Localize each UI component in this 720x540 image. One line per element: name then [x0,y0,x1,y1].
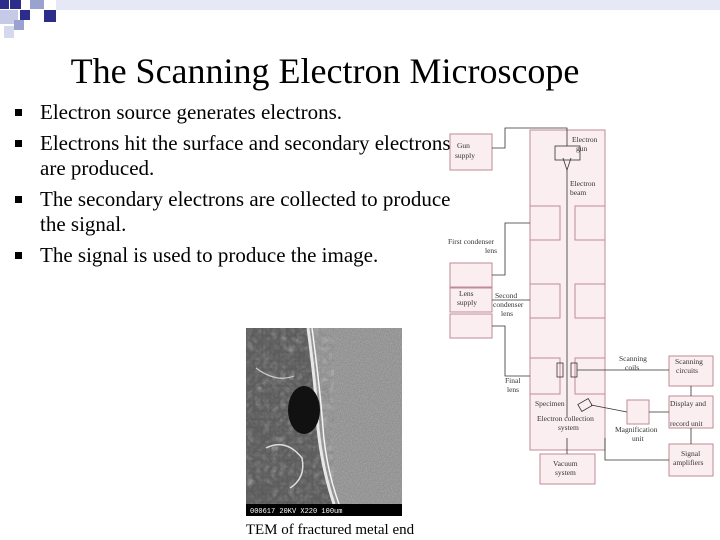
svg-text:unit: unit [632,434,645,443]
svg-text:lens: lens [507,385,519,394]
scanning-circuits-box [668,355,714,387]
label-electron-beam: Electron [570,179,596,188]
svg-text:supply: supply [455,151,475,160]
svg-text:amplifiers: amplifiers [673,458,703,467]
label-signal-amplifiers: Signal [681,449,700,458]
bullet-marker [15,109,22,116]
sem-image-label: 000617 20KV X220 100um [250,508,342,516]
bullet-item: The secondary electrons are collected to… [12,187,452,237]
label-scanning-coils: Scanning [619,354,647,363]
bullet-item: Electrons hit the surface and secondary … [12,131,452,181]
svg-text:circuits: circuits [676,366,698,375]
bullet-marker [15,196,22,203]
bullet-item: Electron source generates electrons. [12,100,452,125]
label-second-condenser-lens: Second [495,291,517,300]
gun-supply-box [449,133,493,171]
svg-text:beam: beam [570,188,586,197]
image-caption: TEM of fractured metal end [245,522,415,538]
label-electron-gun: Electron [572,135,598,144]
label-lens-supply: Lens [459,289,474,298]
label-vacuum-system: Vacuum [553,459,578,468]
svg-text:lens: lens [485,246,497,255]
label-first-condenser-lens: First condenser [448,237,495,246]
svg-text:system: system [558,423,579,432]
lens-supply-box [449,262,493,288]
magnification-unit-box [626,399,650,425]
bullet-marker [15,140,22,147]
label-gun-supply: Gun [457,141,470,150]
label-scanning-circuits: Scanning [675,357,703,366]
label-display-record-unit: Display and [670,399,706,408]
svg-text:record unit: record unit [670,419,704,428]
vacuum-system-box [539,453,596,485]
svg-text:lens: lens [501,309,513,318]
slide-title: The Scanning Electron Microscope [70,51,580,91]
label-electron-collection-system: Electron collection [537,414,594,423]
label-final-lens: Final [505,376,520,385]
sem-micrograph-image: 000617 20KV X220 100um [246,328,402,516]
bullet-item: The signal is used to produce the image. [12,243,452,268]
svg-text:supply: supply [457,298,477,307]
header-decoration [0,0,720,38]
label-magnification-unit: Magnification [615,425,658,434]
svg-text:gun: gun [576,144,588,153]
svg-text:coils: coils [625,363,639,372]
svg-text:system: system [555,468,576,477]
label-specimen: Specimen [535,399,565,408]
svg-text:condenser: condenser [493,300,524,309]
bullet-list: Electron source generates electrons. Ele… [12,100,452,274]
sem-schematic-diagram: Gun supply Electron gun Electron beam Fi… [448,127,714,485]
bullet-marker [15,252,22,259]
